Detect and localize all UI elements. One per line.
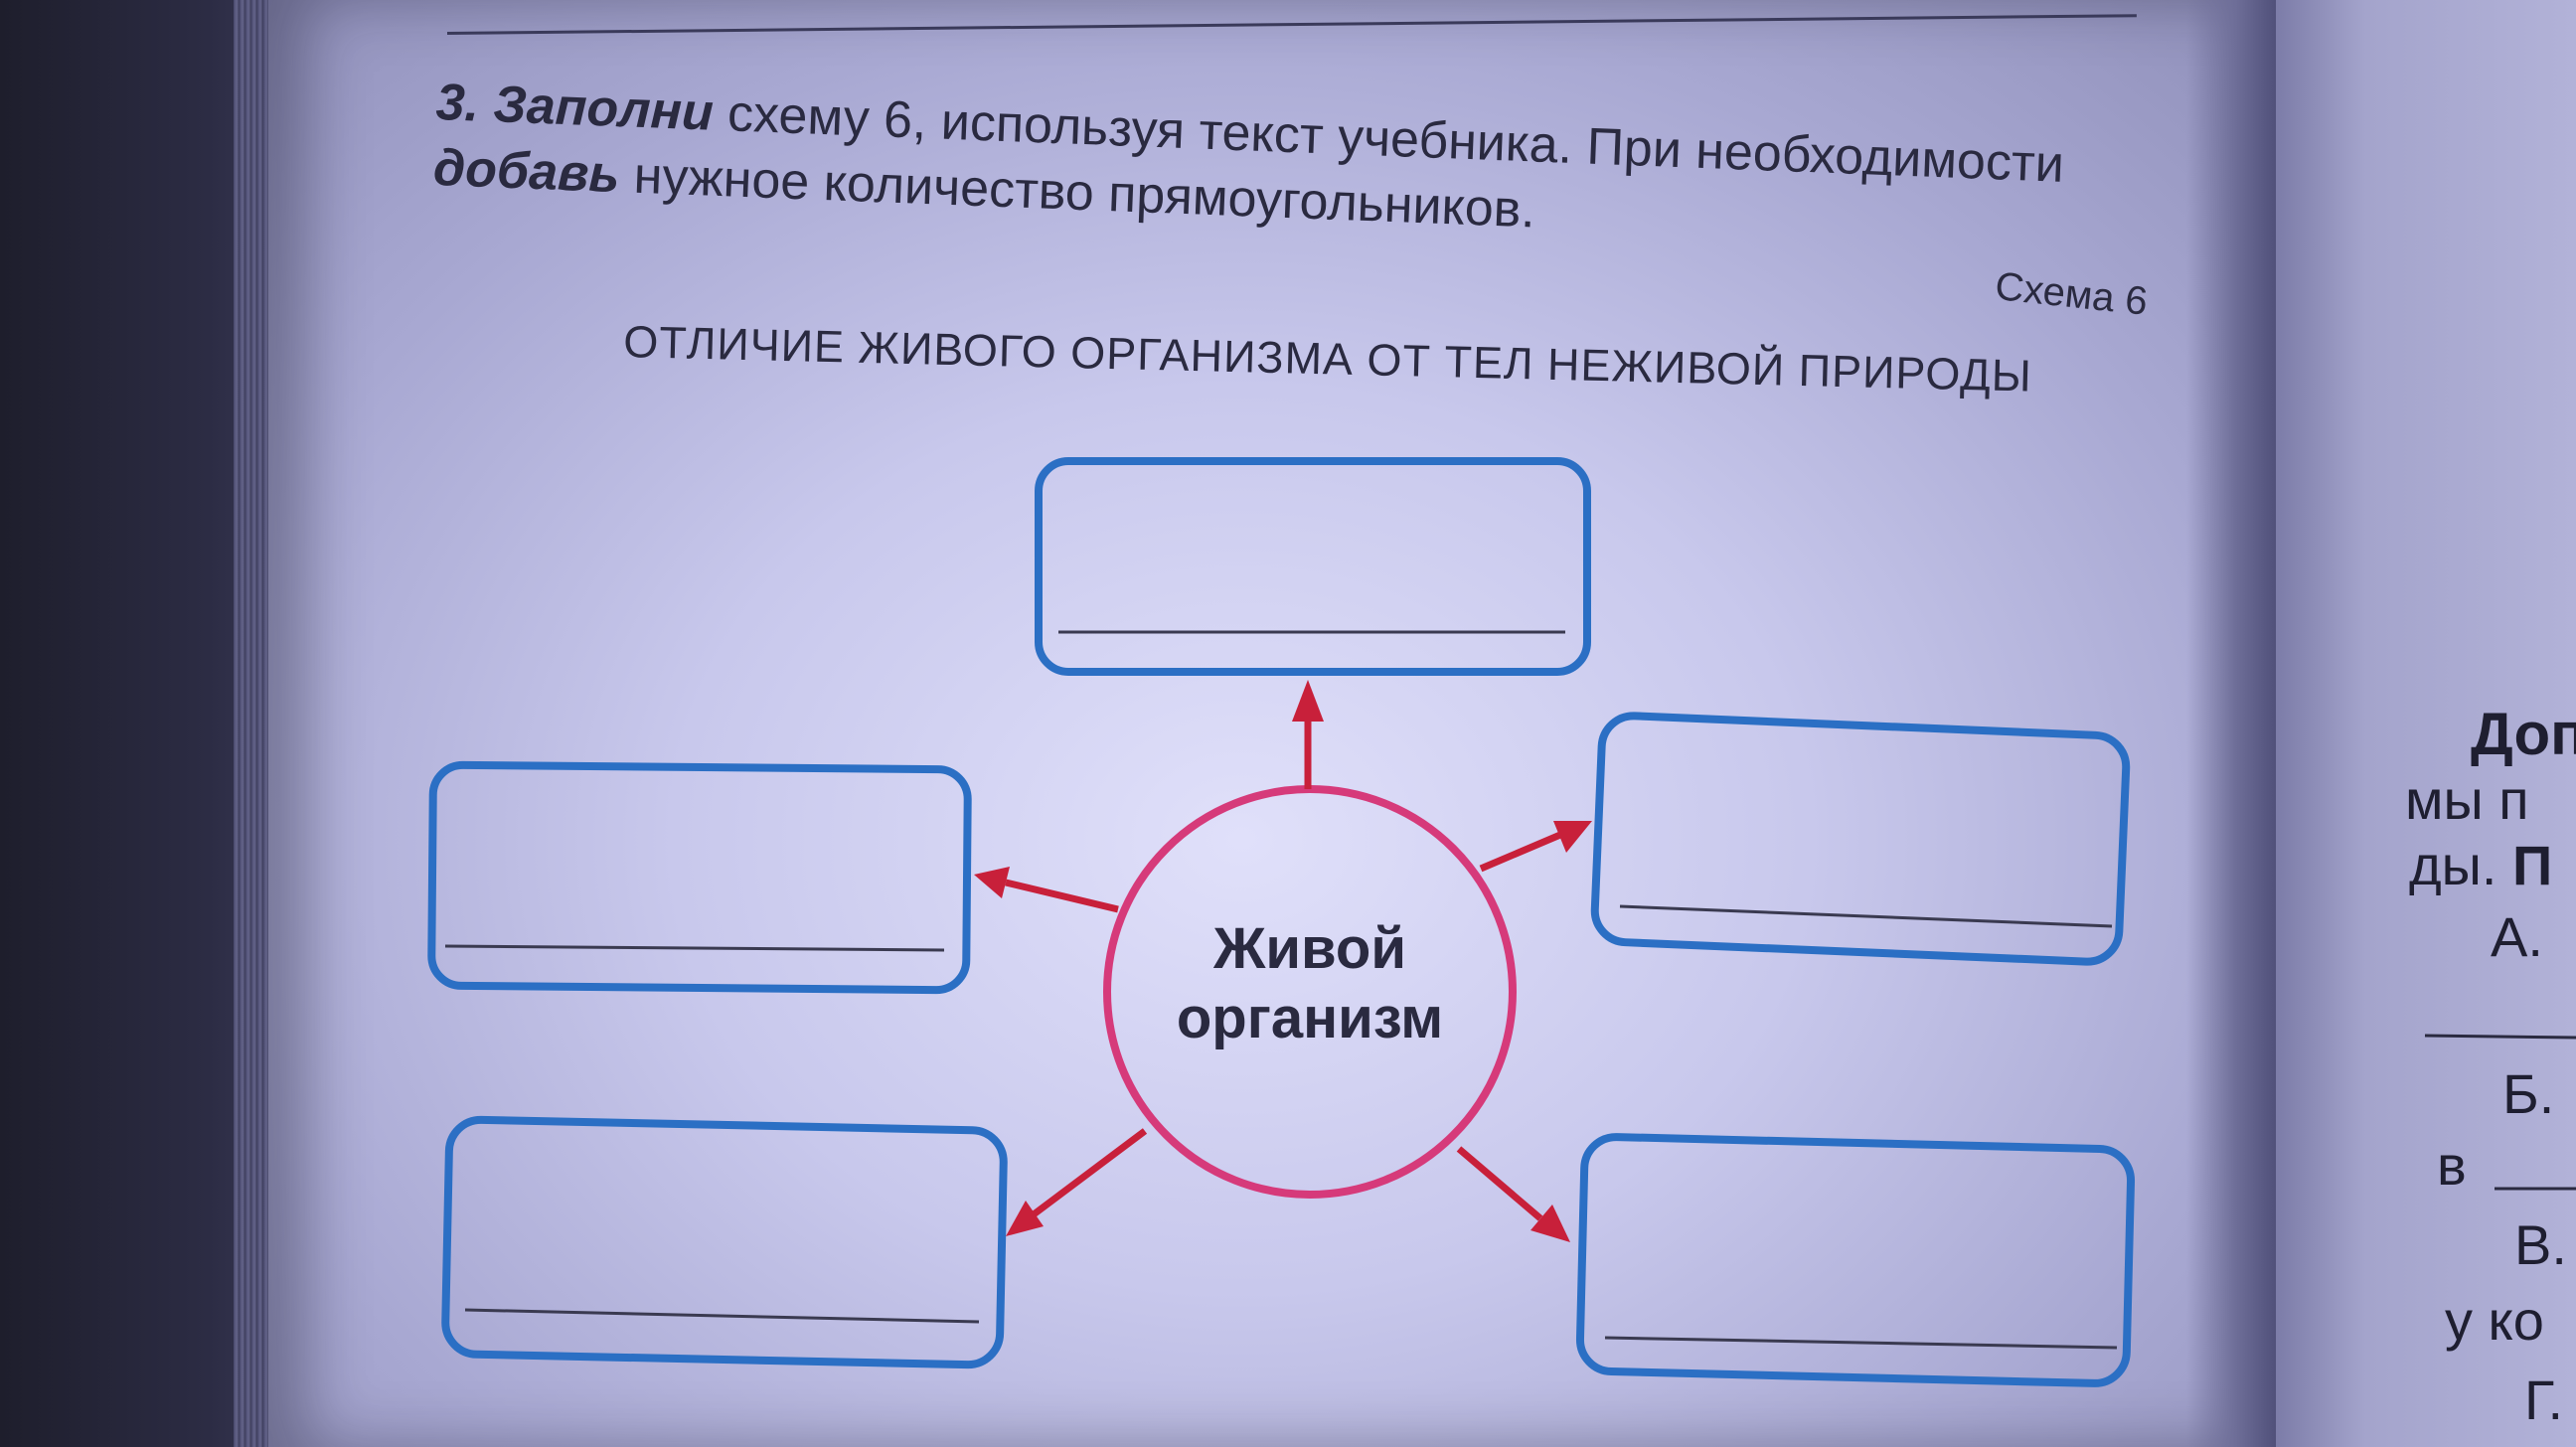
answer-line-bottom-right[interactable]	[1604, 1336, 2118, 1350]
answer-box-bottom-right[interactable]	[1575, 1133, 2136, 1387]
book-gutter	[2186, 0, 2276, 1447]
facing-page-heading: Доп	[2471, 701, 2576, 767]
center-label-line-2: организм	[1177, 986, 1443, 1050]
answer-box-right[interactable]	[1590, 712, 2131, 966]
answer-box-top[interactable]	[1035, 457, 1591, 676]
facing-page-line-2-text: ды.	[2409, 834, 2497, 896]
arrows	[974, 680, 1592, 1242]
facing-page-item-g: Г.	[2524, 1368, 2564, 1431]
arrow-right	[1479, 821, 1592, 873]
answer-box-bottom-left[interactable]	[441, 1115, 1008, 1369]
facing-page-line-2-bold: П	[2512, 834, 2553, 896]
facing-page-item-b: Б.	[2502, 1062, 2555, 1125]
arrow-left	[974, 867, 1119, 913]
answer-line-bottom-left[interactable]	[464, 1308, 980, 1324]
facing-page	[2276, 0, 2576, 1447]
arrow-up	[1292, 680, 1324, 789]
answer-box-left[interactable]	[427, 760, 972, 995]
answer-line-right[interactable]	[1619, 904, 2113, 928]
facing-page-item-a: А.	[2491, 905, 2543, 968]
facing-page-line-2: ды. П	[2409, 833, 2552, 897]
answer-line-left[interactable]	[444, 944, 945, 952]
arrow-down-right	[1456, 1146, 1570, 1242]
arrow-down-left	[1006, 1128, 1148, 1236]
center-label-line-1: Живой	[1212, 916, 1406, 981]
facing-page-rule-1	[2424, 1034, 2576, 1040]
facing-page-letter-v: в	[2437, 1134, 2467, 1197]
workbook-page	[268, 0, 2296, 1447]
facing-page-line-1: мы п	[2405, 768, 2529, 831]
facing-page-line-u: у ко	[2445, 1289, 2544, 1352]
facing-page-item-v: В.	[2514, 1213, 2567, 1276]
